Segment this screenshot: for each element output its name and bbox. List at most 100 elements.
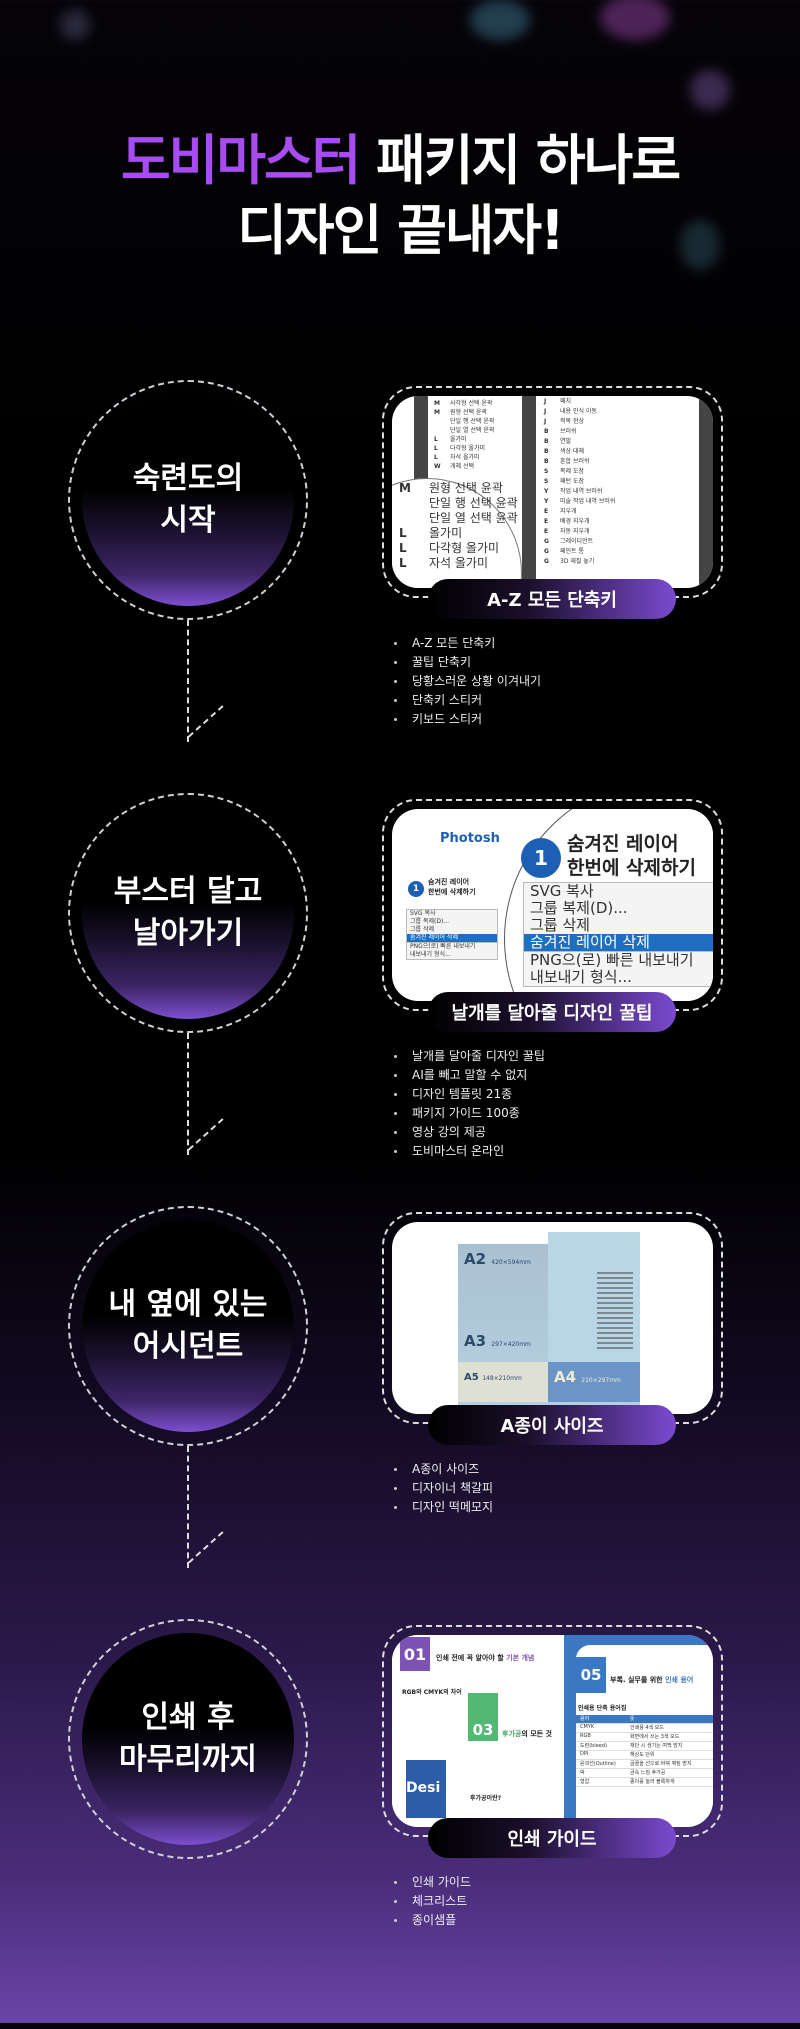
feature-list-item: 영상 강의 제공 [392,1123,545,1142]
connector-line [187,1446,189,1568]
shortcut-name: 올가미 [429,526,463,540]
page-title: 부록. 실무를 위한 인쇄 용어 [610,1676,694,1684]
shortcut-row: 단일 열 선택 윤곽 [434,427,494,435]
circle-label: 인쇄 후 마무리까지 [119,1700,257,1777]
shortcut-key: Y [544,488,549,495]
table-cell: DPI [580,1751,589,1757]
page-number: 05 [576,1657,606,1693]
shortcut-key: M [434,409,440,416]
menu-item: 내보내기 형식... [530,968,632,986]
circle-label: 내 옆에 있는 어시던트 [108,1287,268,1364]
shortcut-key: J [544,408,547,415]
feature-pill: 날개를 달아줄 디자인 꿀팁 [428,992,676,1032]
shortcut-row: B 브러쉬 [544,428,577,436]
shortcut-key: G [544,538,549,545]
shortcut-name: 브러쉬 [560,428,577,435]
shortcut-name: 올가미 [450,436,467,443]
shortcut-key: B [544,438,549,445]
feature-list-item: 인쇄 가이드 [392,1873,471,1892]
preview-card: 01 인쇄 전에 꼭 알아야 할 기본 개념 RGB와 CMYK의 차이 Des… [382,1625,723,1837]
page-number: 03 [468,1693,498,1741]
feature-list-item: 꿀팁 단축키 [392,653,541,672]
shortcut-name: 3D 재질 놓기 [560,558,595,565]
feature-pill: A-Z 모든 단축키 [428,579,676,619]
table-header-cell: 용어 [580,1716,590,1722]
shortcut-name: 단일 열 선택 윤곽 [450,427,495,434]
shortcut-key: B [544,458,549,465]
step-circle: 숙련도의 시작 [68,380,308,620]
title-accent: 도비마스터 [120,129,361,192]
shortcut-name: 복제 도장 [560,468,584,475]
toolbar [522,396,536,588]
shortcut-key: B [544,428,549,435]
cover-image: Desi [406,1760,446,1818]
menu-item: PNG으(로) 빠른 내보내기 [407,942,497,951]
shortcut-key: S [544,478,549,485]
menu-item: 숨겨진 레이어 삭제 [407,934,497,942]
paper-label-a4: A4 210×297mm [554,1368,621,1386]
circle-label: 숙련도의 시작 [132,461,244,538]
circle-label: 부스터 달고 날아가기 [113,874,263,951]
shortcut-name: 개체 선택 [450,463,474,470]
bokeh-light [600,0,670,40]
paper-label-a5: A5 148×210mm [464,1372,522,1383]
menu-item: SVG 복사 [410,910,436,917]
shortcut-key: S [544,468,549,475]
shortcut-name: 단일 행 선택 윤곽 [450,418,495,425]
page-title: 도비마스터 패키지 하나로 [0,128,800,194]
page-title: 인쇄 전에 꼭 알아야 할 기본 개념 [436,1654,535,1662]
bokeh-light [690,70,730,110]
shortcut-key: L [434,445,438,452]
connector-line [187,1033,189,1155]
shortcut-row: 단일 행 선택 윤곽 [434,418,494,426]
feature-list-item: 디자인 템플릿 21종 [392,1085,545,1104]
shortcut-key: M [399,481,411,495]
paper-a4 [548,1362,640,1402]
table-cell: 재단 시 생기는 여백 방지 [630,1743,683,1749]
step-circle: 인쇄 후 마무리까지 [68,1619,308,1859]
shortcut-key: E [544,528,549,535]
shortcut-row: G 3D 재질 놓기 [544,558,594,566]
table-cell: 글꼴을 선으로 바꿔 깨짐 방지 [630,1761,692,1767]
shortcut-key: L [399,526,407,540]
shortcut-key: Y [544,498,549,505]
table-cell: 인쇄용 4색 모드 [630,1725,664,1731]
connector-line [187,620,189,742]
menu-item: PNG으(로) 빠른 내보내기 [524,951,713,969]
table-cell: 해상도 단위 [630,1752,655,1758]
shortcut-row-magnified: L 올가미 [399,526,462,540]
table-cell: 금속 느낌 후가공 [630,1770,666,1776]
shortcut-key: G [544,558,549,565]
menu-item: SVG 복사 [530,882,594,900]
feature-list-item: 단축키 스티커 [392,691,541,710]
page-number: 01 [400,1637,430,1671]
menu-item: 그룹 복제(D)... [410,918,450,925]
shortcut-name: 자석 올가미 [429,556,489,570]
shortcut-row-magnified: 단일 행 선택 윤곽 [399,496,518,510]
step-circle: 내 옆에 있는 어시던트 [68,1206,308,1446]
guide-page-03: 03 후가공의 모든 것 후가공이란? [468,1693,564,1827]
shortcut-name: 다각형 올가미 [450,445,486,452]
feature-list-item: 키보드 스티커 [392,710,541,729]
print-guide-preview-image: 01 인쇄 전에 꼭 알아야 할 기본 개념 RGB와 CMYK의 차이 Des… [392,1635,713,1827]
shortcut-row-magnified: 단일 열 선택 윤곽 [399,511,518,525]
